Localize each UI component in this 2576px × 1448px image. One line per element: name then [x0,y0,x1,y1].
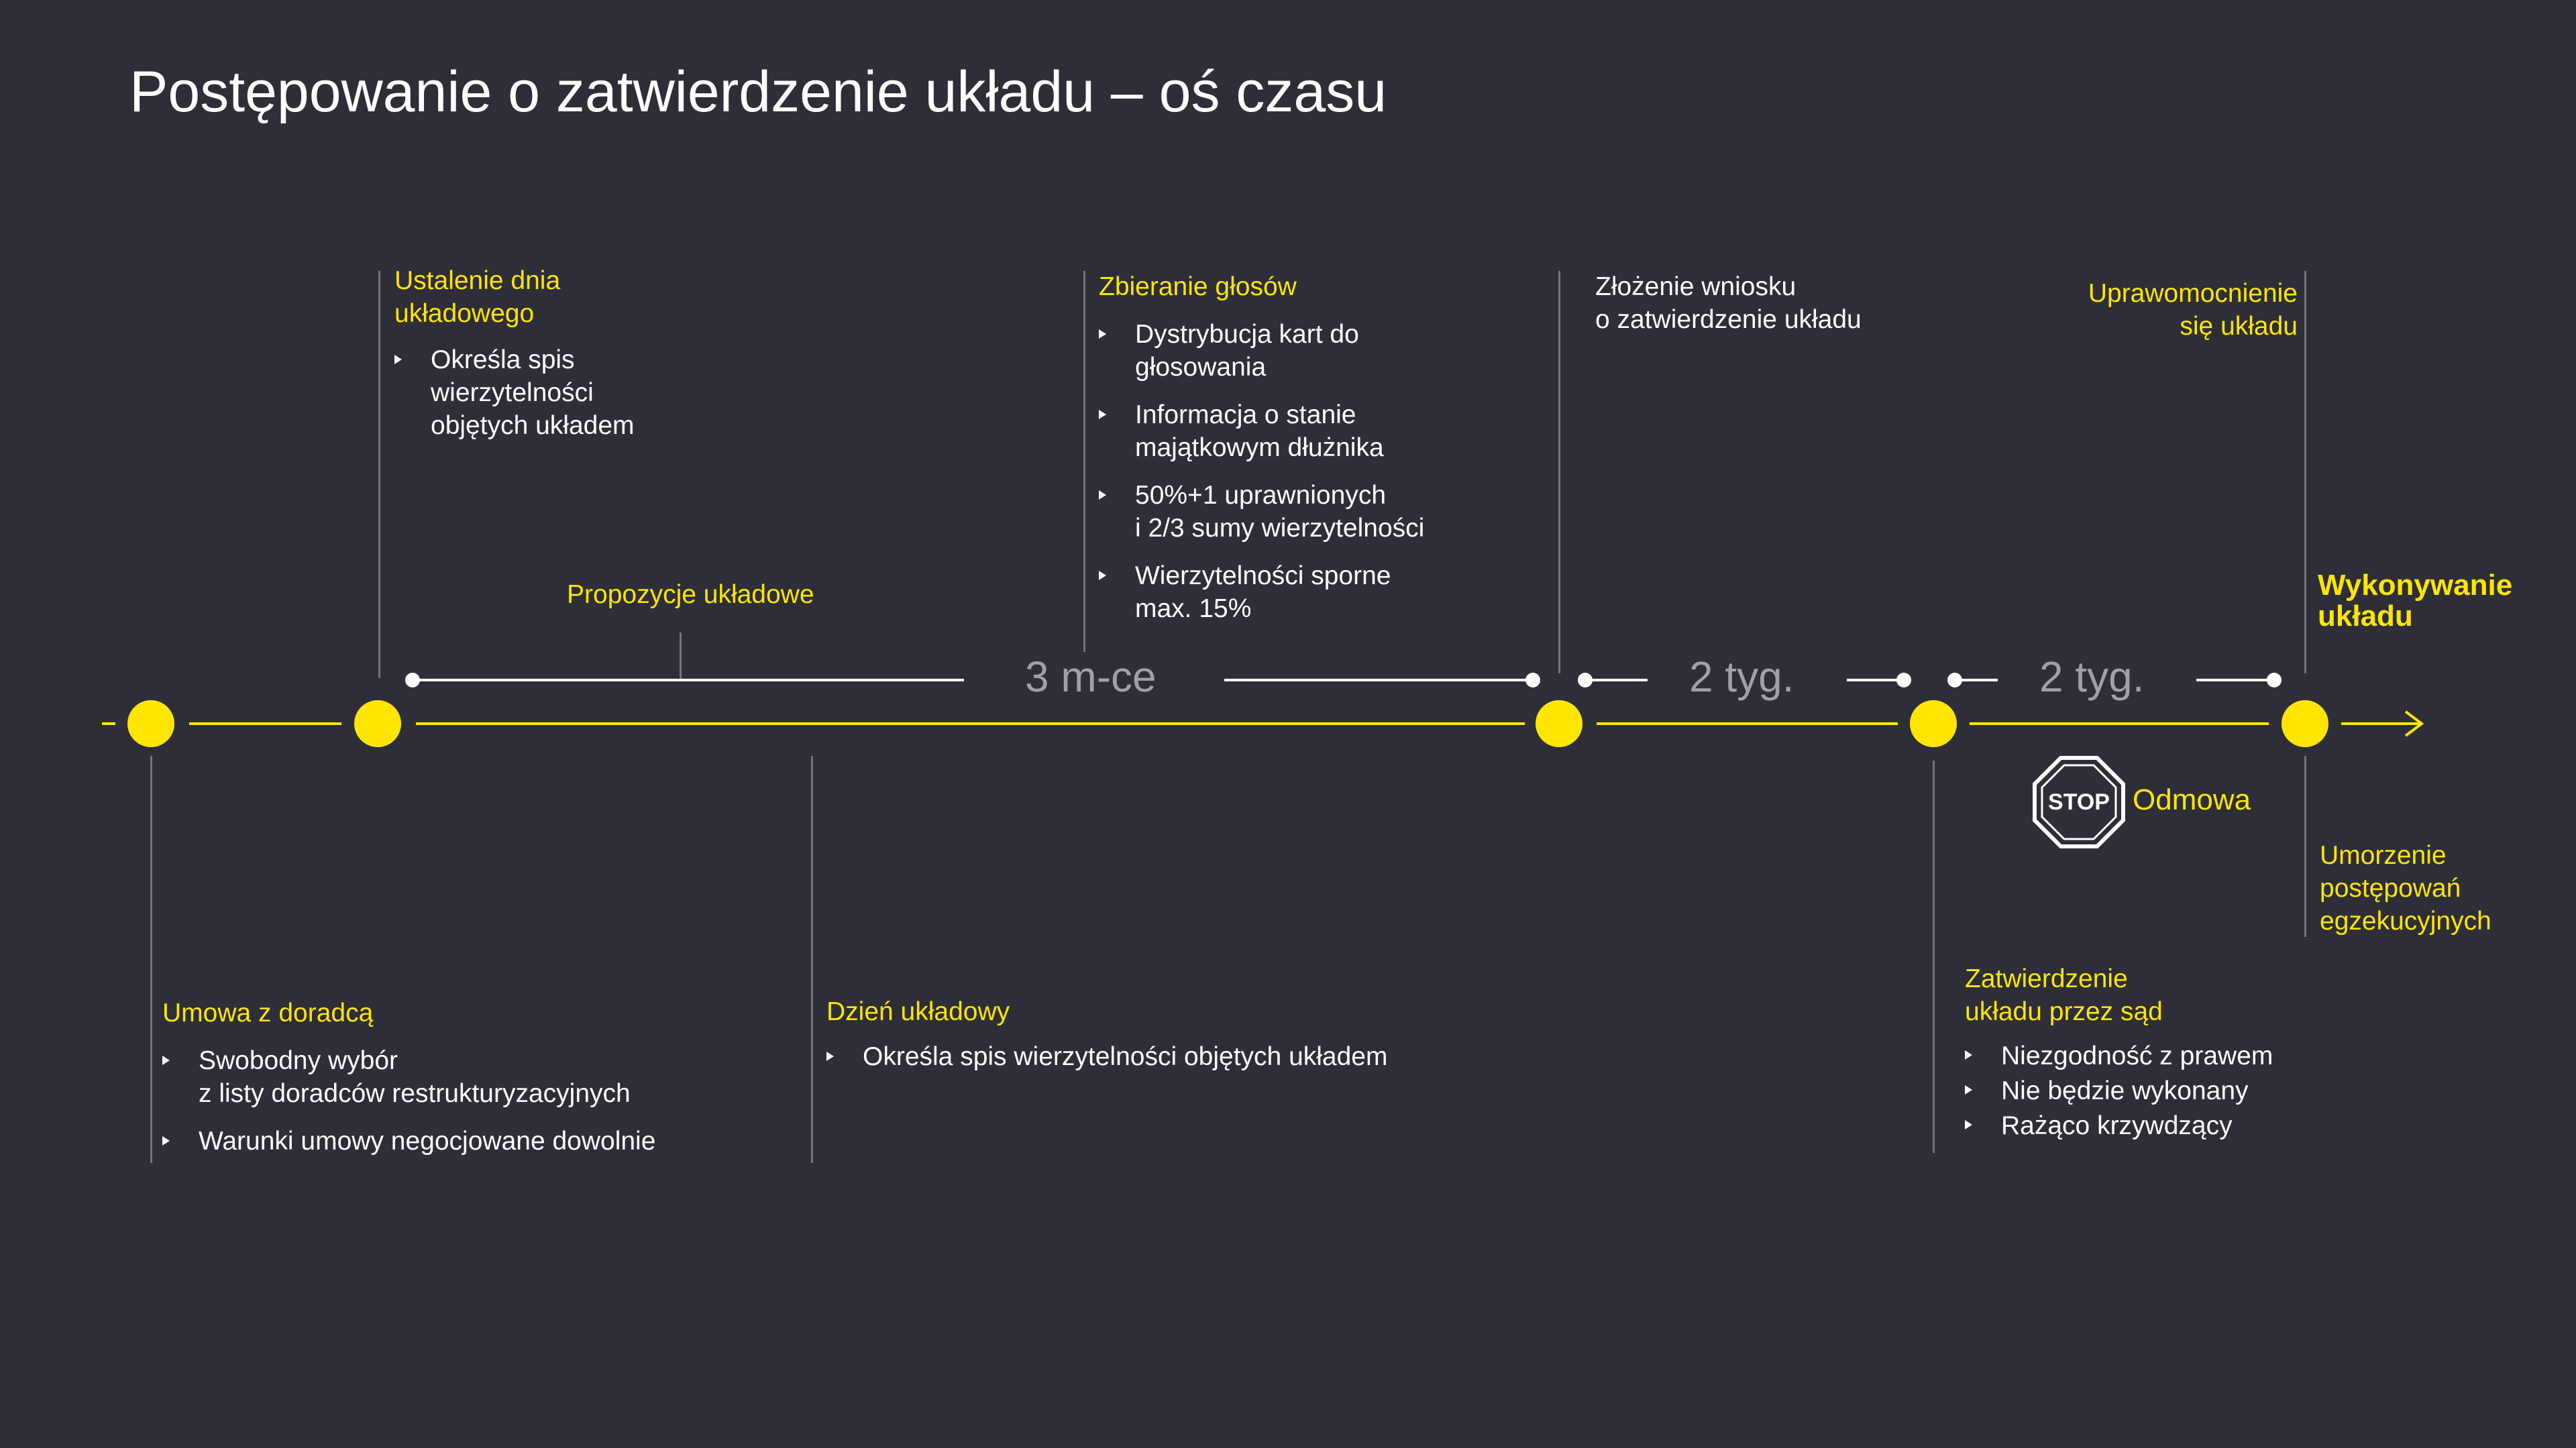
timeline-segment [189,722,341,725]
text-line: postępowań [2320,874,2461,903]
bullet-triangle-icon [1965,1120,1972,1129]
bullet-text: 50%+1 uprawnionych i 2/3 sumy wierzyteln… [1135,481,1425,543]
bullet-item: Określa spis wierzytelności objętych ukł… [394,343,635,442]
bullet-item: Niezgodność z prawem [1965,1039,2273,1074]
duration-line [1585,679,1648,681]
milestone-ustalenie [354,700,401,747]
connector-umowa [150,756,152,1163]
connector-zbieranie [1083,271,1085,652]
duration-line [1847,679,1904,681]
timeline-segment [102,722,115,725]
bullet-text: Określa spis wierzytelności objętych ukł… [863,1042,1388,1071]
uprawomocnienie-label: Uprawomocnienie się układu [2088,277,2298,343]
ustalenie-bullets: Określa spis wierzytelności objętych ukł… [394,343,635,442]
connector-dzien [811,756,813,1163]
duration-line [2196,679,2274,681]
zlozenie-label: Złożenie wniosku o zatwierdzenie układu [1595,270,1862,336]
dzien-bullets: Określa spis wierzytelności objętych ukł… [826,1040,1387,1073]
milestone-zlozenie [1536,700,1582,747]
bullet-text: Informacja o stanie majątkowym dłużnika [1135,400,1384,462]
bullet-triangle-icon [1099,490,1106,500]
bullet-triangle-icon [1099,571,1106,580]
text-line: układu [2318,600,2413,632]
page-title: Postępowanie o zatwierdzenie układu – oś… [129,60,1387,124]
connector-ustalenie [378,271,380,678]
duration-label: 3 m-ce [1025,653,1157,701]
connector-propozycje [680,632,682,680]
zbieranie-title: Zbieranie głosów [1099,272,1297,301]
bullet-triangle-icon [1965,1085,1972,1095]
bullet-item: Informacja o stanie majątkowym dłużnika [1099,398,1424,464]
propozycje-label: Propozycje układowe [567,580,814,609]
umorzenie-label: Umorzenie postępowań egzekucyjnych [2320,839,2491,938]
bullet-text: Dystrybucja kart do głosowania [1135,320,1359,382]
milestone-umowa [127,700,174,747]
timeline-segment [416,722,1525,725]
connector-uprawomocnienie [2304,271,2306,673]
bullet-item: 50%+1 uprawnionych i 2/3 sumy wierzyteln… [1099,479,1424,545]
bullet-triangle-icon [1099,329,1106,339]
text-line: Wykonywanie [2318,569,2513,602]
duration-end [1525,673,1540,687]
title-line: układowego [394,299,535,328]
text-line: egzekucyjnych [2320,907,2491,936]
arrow-right-icon [2341,710,2424,737]
duration-line [1955,679,1998,681]
wykonywanie-label: Wykonywanie układu [2318,570,2512,632]
text-line: Umorzenie [2320,841,2447,870]
timeline-segment [1597,722,1898,725]
umowa-bullets: Swobodny wybór z listy doradców restrukt… [162,1044,655,1158]
timeline-segment [1970,722,2269,725]
odmowa-label: Odmowa [2133,783,2251,816]
duration-line [413,679,964,681]
text-line: się układu [2180,312,2298,341]
bullet-item: Dystrybucja kart do głosowania [1099,318,1424,384]
milestone-zatwierdzenie [1910,700,1957,747]
bullet-text: Rażąco krzywdzący [2001,1111,2233,1140]
bullet-text: Wierzytelności sporne max. 15% [1135,561,1391,623]
bullet-item: Wierzytelności sporne max. 15% [1099,559,1424,625]
bullet-triangle-icon [826,1052,834,1061]
duration-label: 2 tyg. [1689,653,1794,701]
text-line: Uprawomocnienie [2088,279,2298,308]
bullet-text: Swobodny wybór z listy doradców restrukt… [199,1046,631,1108]
bullet-text: Określa spis wierzytelności objętych ukł… [431,345,635,440]
ustalenie-title: Ustalenie dnia układowego [394,264,560,330]
bullet-triangle-icon [1099,410,1106,419]
bullet-item: Określa spis wierzytelności objętych ukł… [826,1040,1387,1073]
title-line: układu przez sąd [1965,997,2163,1026]
bullet-text: Warunki umowy negocjowane dowolnie [199,1127,656,1156]
bullet-triangle-icon [162,1136,170,1146]
text-line: Złożenie wniosku [1595,272,1796,301]
bullet-item: Nie będzie wykonany [1965,1074,2273,1109]
stop-sign-icon: STOP [2033,756,2125,848]
duration-label: 2 tyg. [2039,653,2145,701]
zatwierdzenie-bullets: Niezgodność z prawem Nie będzie wykonany… [1965,1039,2273,1144]
bullet-triangle-icon [1965,1050,1972,1060]
duration-end [1896,673,1911,687]
connector-zatwierdzenie [1933,761,1935,1153]
duration-end [2267,673,2282,687]
bullet-text: Nie będzie wykonany [2001,1076,2249,1105]
title-line: Ustalenie dnia [394,266,561,295]
zbieranie-bullets: Dystrybucja kart do głosowania Informacj… [1099,318,1424,625]
zatwierdzenie-title: Zatwierdzenie układu przez sąd [1965,962,2163,1028]
connector-zlozenie [1558,271,1560,673]
umowa-title: Umowa z doradcą [162,999,374,1027]
bullet-text: Niezgodność z prawem [2001,1042,2273,1070]
dzien-title: Dzień układowy [826,997,1010,1026]
bullet-triangle-icon [162,1056,170,1065]
connector-umorzenie [2304,756,2306,937]
duration-line [1224,679,1533,681]
text-line: o zatwierdzenie układu [1595,305,1862,334]
stop-label: STOP [2048,789,2110,815]
bullet-item: Swobodny wybór z listy doradców restrukt… [162,1044,655,1110]
bullet-item: Rażąco krzywdzący [1965,1109,2273,1144]
title-line: Zatwierdzenie [1965,964,2128,993]
bullet-triangle-icon [394,355,402,364]
bullet-item: Warunki umowy negocjowane dowolnie [162,1125,655,1158]
milestone-uprawomocnienie [2282,700,2328,747]
